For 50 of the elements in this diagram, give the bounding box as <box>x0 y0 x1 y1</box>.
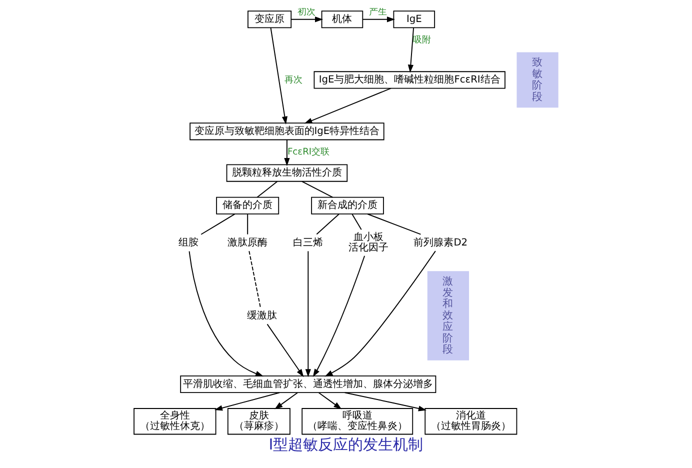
caption: Ⅰ型超敏反应的发生机制 <box>268 435 424 454</box>
node-text: 激肽原酶 <box>228 237 268 248</box>
connector <box>316 214 340 235</box>
arrow <box>324 250 436 377</box>
connector <box>367 214 422 235</box>
node-box: 皮肤 （荨麻疹） <box>227 408 290 435</box>
arrow <box>290 16 324 22</box>
connector <box>247 214 248 235</box>
edge-label: 吸附 <box>413 36 432 46</box>
node-text: 白三烯 <box>293 237 324 248</box>
edge-label: FcεRⅠ交联 <box>287 148 330 158</box>
node-text: 缓激肽 <box>246 310 277 322</box>
node-box: 全身性 （过敏性休克） <box>134 408 216 435</box>
arrow <box>362 16 396 22</box>
arrow <box>318 392 342 410</box>
node-box: 变应原 <box>248 10 292 28</box>
node-box: 机体 <box>321 10 364 28</box>
edge-label: 初次 <box>297 8 316 18</box>
connector <box>301 181 334 198</box>
node-box: 消化道 （过敏性胃肠炎） <box>424 408 518 435</box>
node-text: 前列腺素D2 <box>414 237 468 248</box>
node-box: 激发和效应阶段 <box>427 271 470 360</box>
arrow <box>266 324 304 378</box>
node-box: 呼吸道 （哮喘、变应性鼻炎） <box>302 408 414 435</box>
node-box: 脱颗粒释放生物活性介质 <box>226 164 348 182</box>
edge-label: 产生 <box>369 8 388 18</box>
arrow <box>312 255 366 377</box>
node-text: 血小板活化因子 <box>348 232 389 254</box>
connector <box>200 214 236 235</box>
arrow <box>304 88 392 124</box>
arrow <box>270 27 288 124</box>
arrow <box>408 27 414 73</box>
connector <box>256 181 278 198</box>
node-box: 变应原与致敏靶细胞表面的IgE特异性结合 <box>190 122 384 140</box>
arrow <box>305 250 311 378</box>
edge-label: 再次 <box>284 75 302 86</box>
node-box: 平滑肌收缩、毛细血管扩张、通透性增加、腺体分泌增多 <box>180 376 436 394</box>
arrow <box>214 392 280 411</box>
node-box: 新合成的介质 <box>311 196 384 214</box>
node-box: IgE <box>393 10 436 28</box>
arrow <box>188 250 264 376</box>
arrow <box>274 392 298 410</box>
arrow <box>284 139 290 166</box>
connector <box>352 214 362 230</box>
node-box: IgE与肥大细胞、嗜碱性粒细胞FcεRⅠ结合 <box>314 71 506 89</box>
node-box: 致敏阶段 <box>516 52 558 108</box>
connector <box>248 250 261 308</box>
arrow <box>344 392 427 412</box>
node-box: 储备的介质 <box>216 196 280 214</box>
node-text: 组胺 <box>178 237 199 248</box>
